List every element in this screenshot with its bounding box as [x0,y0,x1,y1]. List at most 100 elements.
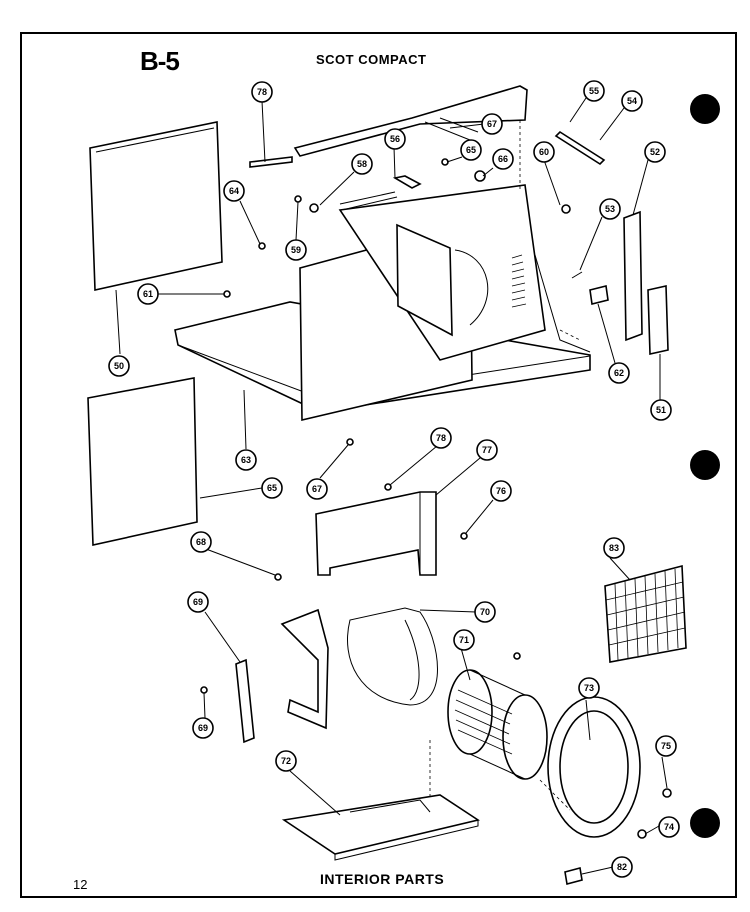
callout-number: 64 [229,186,239,196]
callout-number: 70 [480,607,490,617]
callout-circle [285,239,307,261]
callout-number: 50 [114,361,124,371]
callout-number: 55 [589,86,599,96]
callout-circle [460,139,482,161]
callout-circle [603,537,625,559]
part-top-panel [89,121,223,291]
part-small-bracket [564,867,583,885]
callout-circle [430,427,452,449]
callout-number: 76 [496,486,506,496]
callout-labels: 78 67 55 54 56 58 65 66 60 52 64 59 53 61 50 63 62 51 78 77… [108,80,680,878]
sheet-code: B-5 [140,46,180,76]
callout-11: 64 [223,180,245,202]
callout-12: 59 [285,239,307,261]
callout-17: 62 [608,362,630,384]
callout-circle [490,480,512,502]
callout-18: 51 [650,399,672,421]
callout-circle [474,601,496,623]
callout-34: 82 [611,856,633,878]
callout-5: 56 [384,128,406,150]
callout-circle [453,629,475,651]
callout-number: 63 [241,455,251,465]
callout-circle [108,355,130,377]
callout-number: 66 [498,154,508,164]
callout-number: 53 [605,204,615,214]
callout-number: 71 [459,635,469,645]
section-title: INTERIOR PARTS [320,871,445,887]
callout-2: 67 [481,113,503,135]
callout-number: 60 [539,147,549,157]
binder-hole-bottom [690,808,720,838]
callout-circle [583,80,605,102]
callout-number: 75 [661,741,671,751]
callout-circle [608,362,630,384]
callout-29: 69 [192,717,214,739]
callout-circle [644,141,666,163]
callout-number: 65 [267,483,277,493]
callout-number: 62 [614,368,624,378]
callout-16: 63 [235,449,257,471]
callout-number: 69 [198,723,208,733]
callout-8: 66 [492,148,514,170]
callout-22: 65 [261,477,283,499]
callout-number: 83 [609,543,619,553]
callout-circle [187,591,209,613]
callout-4: 54 [621,90,643,112]
part-orifice-ring [547,696,641,838]
callout-28: 71 [453,629,475,651]
callout-number: 72 [281,756,291,766]
callout-10: 52 [644,141,666,163]
callout-1: 78 [251,81,273,103]
callout-number: 54 [627,96,637,106]
callout-circle [235,449,257,471]
callout-number: 58 [357,159,367,169]
callout-30: 73 [578,677,600,699]
binder-hole-top [690,94,720,124]
callout-24: 68 [190,531,212,553]
callout-circle [621,90,643,112]
part-blower-wheel [447,669,548,780]
callout-6: 58 [351,153,373,175]
callout-circle [650,399,672,421]
callout-21: 67 [306,478,328,500]
callout-number: 69 [193,597,203,607]
callout-14: 61 [137,283,159,305]
page-number: 12 [73,877,88,892]
part-base-pan [281,794,480,861]
callout-circle [384,128,406,150]
callout-circle [481,113,503,135]
part-rods [249,130,606,211]
callout-circle [306,478,328,500]
callout-circle [578,677,600,699]
callout-circle [137,283,159,305]
callout-circle [533,141,555,163]
callout-19: 78 [430,427,452,449]
part-scroll-housing [347,607,438,706]
model-name: SCOT COMPACT [316,52,427,67]
callout-number: 52 [650,147,660,157]
callout-20: 77 [476,439,498,461]
callout-circle [599,198,621,220]
leader-lines [115,97,668,875]
callout-15: 50 [108,355,130,377]
callout-circle [190,531,212,553]
callout-9: 60 [533,141,555,163]
callout-25: 83 [603,537,625,559]
part-top-rail [293,85,528,157]
callout-number: 78 [257,87,267,97]
callout-number: 59 [291,245,301,255]
callout-number: 67 [487,119,497,129]
part-filter-screen [604,564,687,663]
callout-26: 69 [187,591,209,613]
part-right-brackets [571,210,669,355]
callout-27: 70 [474,601,496,623]
alignment-lines [429,120,581,811]
callout-number: 78 [436,433,446,443]
callout-circle [261,477,283,499]
callout-number: 68 [196,537,206,547]
callout-number: 74 [664,822,674,832]
callout-circle [351,153,373,175]
callout-number: 61 [143,289,153,299]
